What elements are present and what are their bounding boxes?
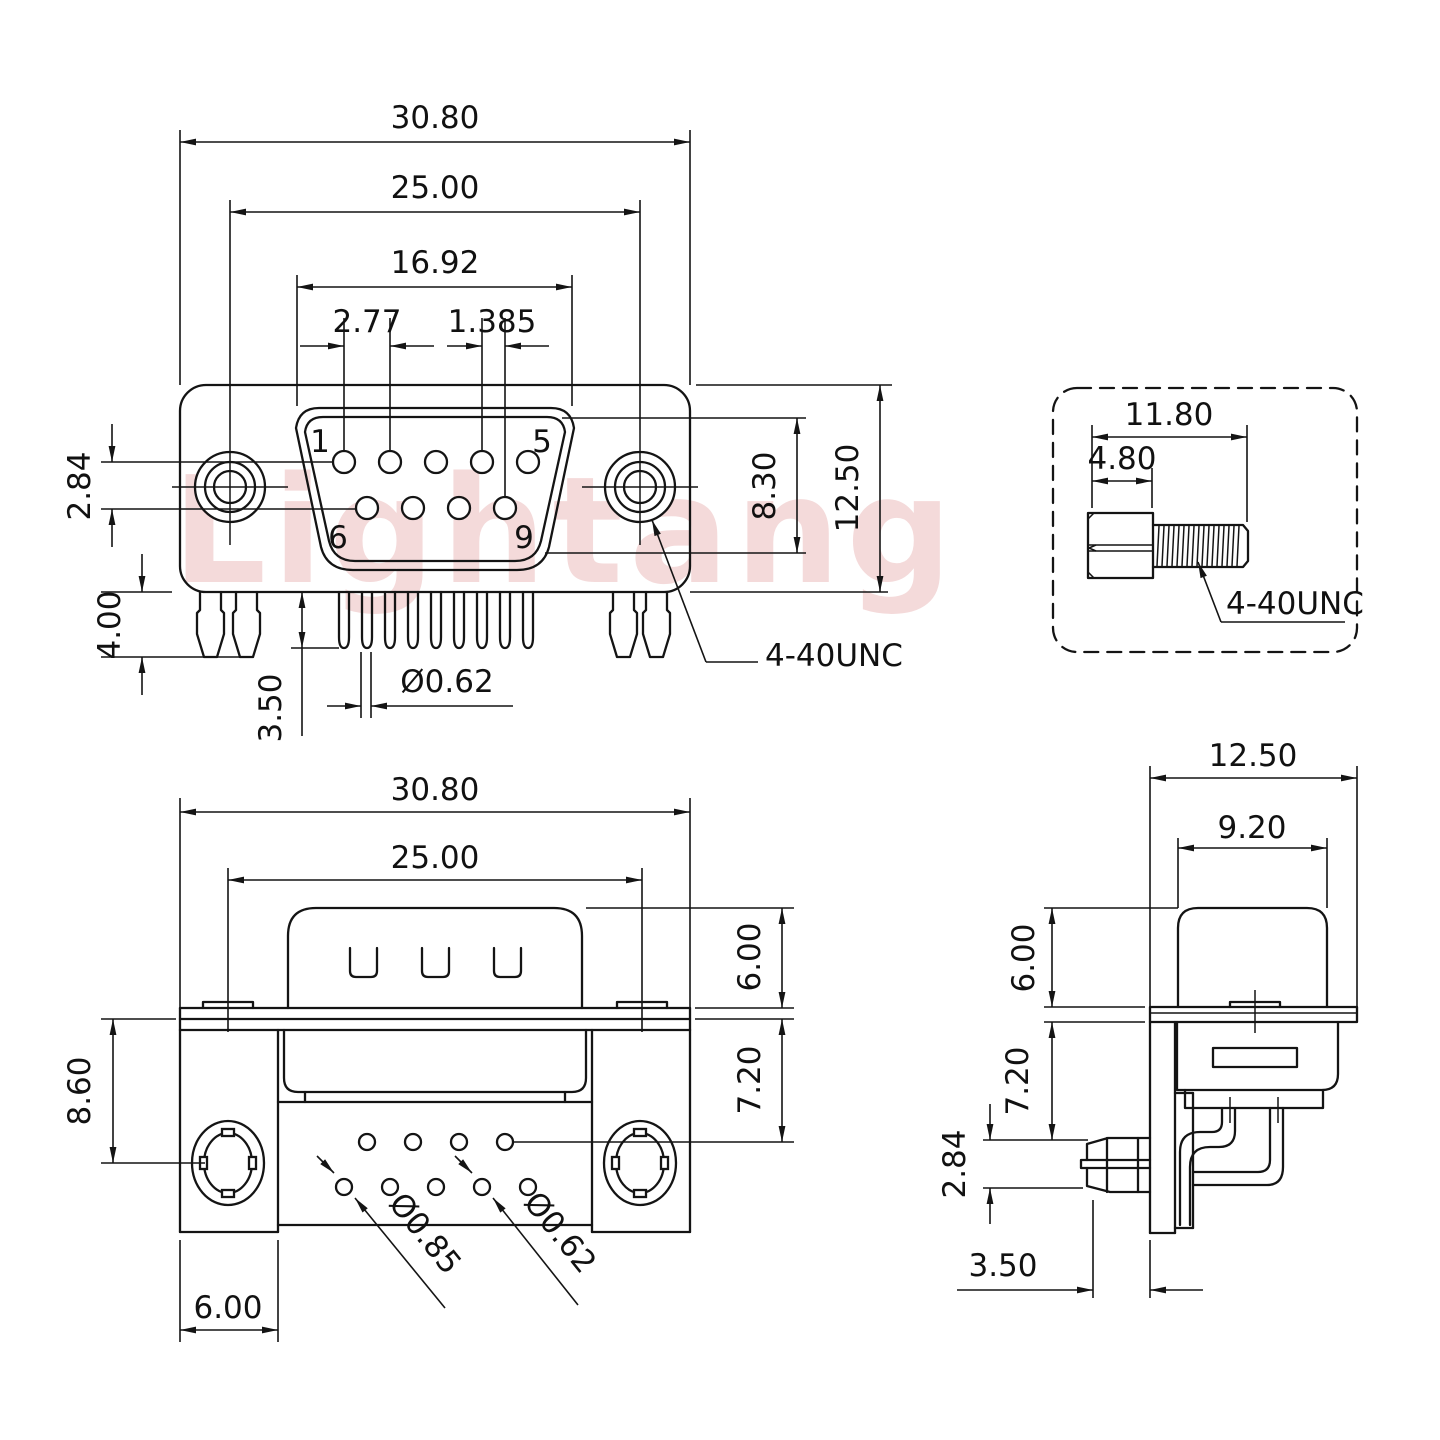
thread-hatching (1156, 525, 1240, 567)
front-view-dimensions (101, 130, 892, 736)
screw-detail-view: 11.80 4.80 4-40UNC (1051, 386, 1364, 654)
side-view: 12.50 9.20 6.00 7.20 2.84 3.50 (937, 738, 1359, 1298)
front-dim-shroud-width: 16.92 (391, 245, 480, 281)
rear-view-dimensions (101, 798, 794, 1342)
front-dim-shroud-height: 8.30 (747, 451, 783, 520)
side-dim-row-spacing: 2.84 (937, 1129, 973, 1198)
rear-dim-width: 30.80 (391, 772, 480, 808)
pin-number-9: 9 (514, 520, 534, 556)
rear-screw-hole-left-icon (190, 1119, 266, 1207)
rear-screw-hole-right-icon (602, 1119, 678, 1207)
rear-dim-screw-spacing: 25.00 (391, 840, 480, 876)
front-dim-row-offset: 1.385 (448, 304, 537, 340)
screw-dim-total-length: 11.80 (1125, 397, 1214, 433)
jackscrew-icon (1086, 511, 1250, 580)
front-dim-boardlock-length: 4.00 (92, 590, 128, 659)
watermark-text: Lightang (172, 445, 958, 617)
side-dim-shroud-width: 9.20 (1217, 810, 1286, 846)
pin-number-6: 6 (328, 520, 348, 556)
rear-dim-ear-width: 6.00 (193, 1290, 262, 1326)
screw-dim-head-length: 4.80 (1087, 441, 1156, 477)
screw-view-dimensions (1091, 425, 1345, 623)
front-dim-pin-pitch: 2.77 (332, 304, 401, 340)
pin-number-5: 5 (532, 424, 552, 460)
rear-dim-screw-offset: 8.60 (62, 1056, 98, 1125)
rear-dim-shroud-depth: 6.00 (732, 922, 768, 991)
screw-hole-right-icon (582, 430, 698, 545)
front-dim-body-height: 12.50 (830, 444, 866, 533)
screw-thread-label: 4-40UNC (1226, 586, 1364, 622)
side-view-dimensions (957, 766, 1358, 1298)
side-dim-body-height: 7.20 (1000, 1046, 1036, 1115)
front-dim-pin-diameter: Ø0.62 (400, 664, 493, 700)
rear-dim-hole-diameter-large: Ø0.85 (381, 1186, 468, 1281)
front-dim-screw-spacing: 25.00 (391, 170, 480, 206)
boardlock-side-icon (1079, 1136, 1152, 1194)
side-dim-pin-offset: 3.50 (968, 1248, 1037, 1284)
rear-view: 30.80 25.00 6.00 8.60 6.00 7.20 Ø0.85 Ø0… (62, 772, 794, 1342)
front-dim-width: 30.80 (391, 100, 480, 136)
rear-view-outline (178, 906, 692, 1234)
front-dim-row-spacing: 2.84 (62, 451, 98, 520)
front-view: 30.80 25.00 16.92 2.77 1.385 2.84 4.00 3… (62, 100, 903, 743)
rear-dim-body-depth: 7.20 (732, 1045, 768, 1114)
pin-number-1: 1 (310, 424, 330, 460)
side-dim-depth: 12.50 (1209, 738, 1298, 774)
rear-dim-hole-diameter-small: Ø0.62 (516, 1185, 603, 1280)
side-view-outline (1079, 906, 1359, 1235)
side-dim-shroud-height: 6.00 (1006, 923, 1042, 992)
front-dim-pin-length: 3.50 (253, 673, 289, 742)
front-thread-label: 4-40UNC (765, 638, 903, 674)
